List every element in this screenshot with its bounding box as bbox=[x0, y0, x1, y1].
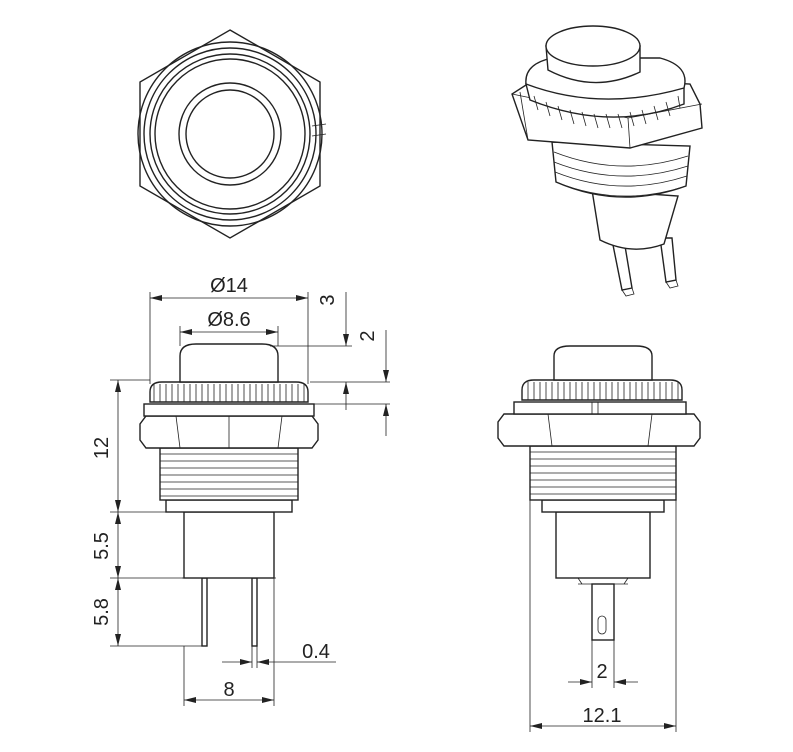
label-terminal-length: 5.8 bbox=[91, 598, 113, 626]
label-pin-spacing: 8 bbox=[223, 679, 234, 701]
label-button-diameter: Ø8.6 bbox=[207, 309, 250, 331]
isometric-view bbox=[511, 25, 703, 297]
label-button-height: 3 bbox=[317, 294, 339, 305]
label-terminal-body: 5.5 bbox=[91, 532, 113, 560]
side-view bbox=[497, 345, 701, 641]
label-pin-width: 2 bbox=[596, 661, 607, 683]
label-outer-diameter: Ø14 bbox=[210, 275, 248, 297]
label-pin-thickness: 0.4 bbox=[302, 641, 330, 663]
label-ring-height: 2 bbox=[357, 330, 379, 341]
top-view bbox=[137, 29, 327, 239]
dimension-lines bbox=[110, 292, 677, 732]
label-body-length: 12 bbox=[91, 437, 113, 459]
label-nut-width: 12.1 bbox=[583, 705, 622, 727]
front-view bbox=[139, 343, 319, 647]
